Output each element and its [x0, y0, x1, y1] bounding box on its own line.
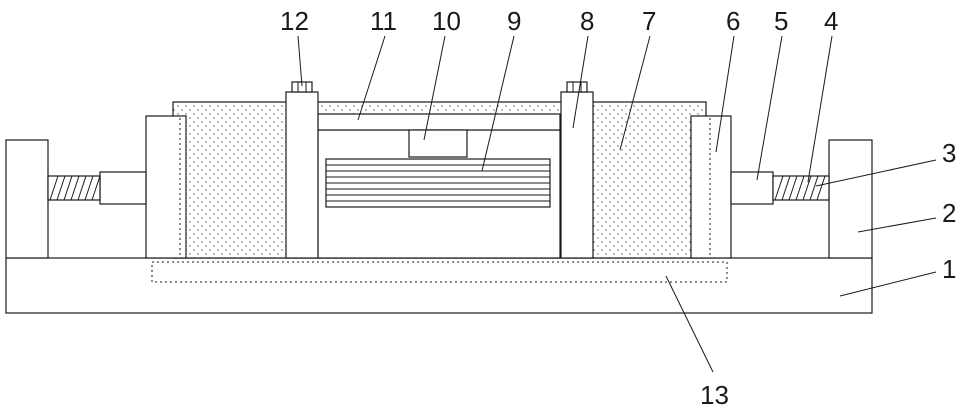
connector-block [409, 130, 467, 157]
label-2: 2 [942, 198, 956, 228]
label-9: 9 [507, 6, 521, 36]
label-8: 8 [580, 6, 594, 36]
left-clamp-plate [146, 116, 186, 258]
top-bar [318, 114, 560, 130]
right-slider-block [731, 172, 773, 204]
right-spring [773, 176, 829, 200]
label-3: 3 [942, 138, 956, 168]
label-11: 11 [370, 6, 397, 36]
label-5: 5 [774, 6, 788, 36]
laminated-stack [326, 159, 550, 207]
left-post [286, 92, 318, 258]
left-spring [48, 176, 100, 200]
right-side-support [829, 140, 872, 258]
label-13: 13 [700, 380, 729, 410]
right-post [561, 92, 593, 258]
label-7: 7 [642, 6, 656, 36]
right-bolt-head [567, 82, 587, 92]
left-slider-block [100, 172, 146, 204]
left-side-support [6, 140, 48, 258]
right-clamp-plate [691, 116, 731, 258]
label-10: 10 [432, 6, 461, 36]
label-4: 4 [824, 6, 838, 36]
label-1: 1 [942, 254, 956, 284]
label-6: 6 [726, 6, 740, 36]
label-12: 12 [280, 6, 309, 36]
base-plate [6, 258, 872, 313]
